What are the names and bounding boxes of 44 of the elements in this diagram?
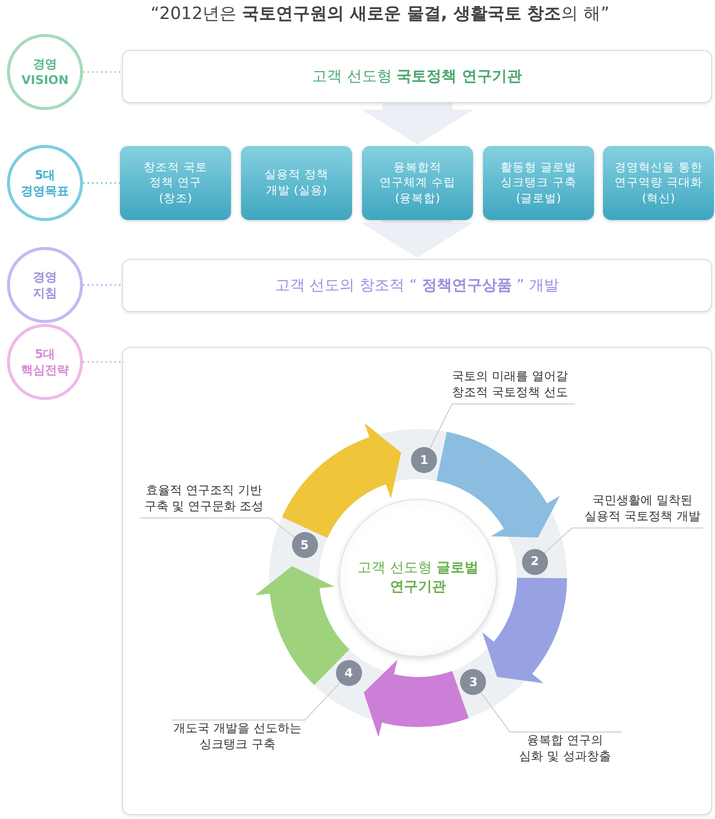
strategy-text: 효율적 연구조직 기반 구축 및 연구문화 조성	[135, 482, 273, 518]
step-number: 5	[300, 537, 309, 554]
stage-label: 경영 지침	[32, 268, 58, 302]
goal-box	[362, 146, 473, 220]
goal-box	[603, 146, 714, 220]
vision-text: 고객 선도형 국토정책 연구기관	[312, 66, 522, 87]
step-number-circle	[460, 669, 486, 696]
flow-arrow	[362, 103, 474, 145]
goal-text: 창조적 국토 정책 연구 (창조)	[142, 160, 208, 206]
core-text: 고객 선도형 글로벌 연구기관	[356, 559, 480, 597]
step-number: 3	[469, 674, 478, 690]
leader-line	[480, 692, 622, 732]
strategy-text: 국토의 미래를 열어갈 창조적 국토정책 선도	[440, 368, 580, 404]
dotted-connector	[83, 182, 122, 184]
goal-box	[241, 146, 352, 220]
goal-text: 경영혁신을 통한 연구역량 극대화 (혁신)	[614, 160, 704, 206]
goal-box	[120, 146, 231, 220]
step-number-circle	[411, 447, 438, 474]
flow-arrow	[361, 220, 473, 258]
goal-text: 융복합적 연구체계 수립 (융복합)	[378, 160, 456, 206]
vision-box	[122, 50, 712, 103]
leader-line	[140, 518, 295, 538]
guideline-text: 고객 선도의 창조적 “ 정책연구상품 ” 개발	[274, 275, 560, 296]
step-number-circle	[292, 532, 318, 558]
goal-box	[483, 146, 594, 220]
stage-label: 경영 VISION	[20, 56, 70, 88]
step-number: 1	[420, 452, 428, 468]
strategy-text: 개도국 개발을 선도하는 싱크탱크 구축	[165, 720, 310, 756]
strategy-text: 융복합 연구의 심화 및 성과창출	[515, 732, 615, 768]
guideline-box	[122, 259, 712, 312]
title: “2012년은 국토연구원의 새로운 물결, 생활국토 창조의 해”	[150, 3, 610, 25]
step-number-circle	[336, 660, 362, 686]
leader-line	[429, 404, 576, 450]
leader-line	[544, 528, 704, 554]
strategy-text: 국민생활에 밀착된 실용적 국토정책 개발	[580, 492, 705, 528]
stage-label: 5대 경영목표	[20, 166, 70, 200]
step-number: 4	[344, 665, 353, 682]
step-number: 2	[530, 553, 540, 570]
goal-text: 활동형 글로벌 싱크탱크 구축 (글로벌)	[500, 160, 578, 206]
leader-line	[172, 682, 340, 720]
stage-label: 5대 핵심전략	[20, 346, 70, 378]
step-number-circle	[522, 548, 548, 575]
dotted-connector	[83, 361, 124, 363]
goal-text: 실용적 정책 개발 (실용)	[264, 167, 330, 199]
